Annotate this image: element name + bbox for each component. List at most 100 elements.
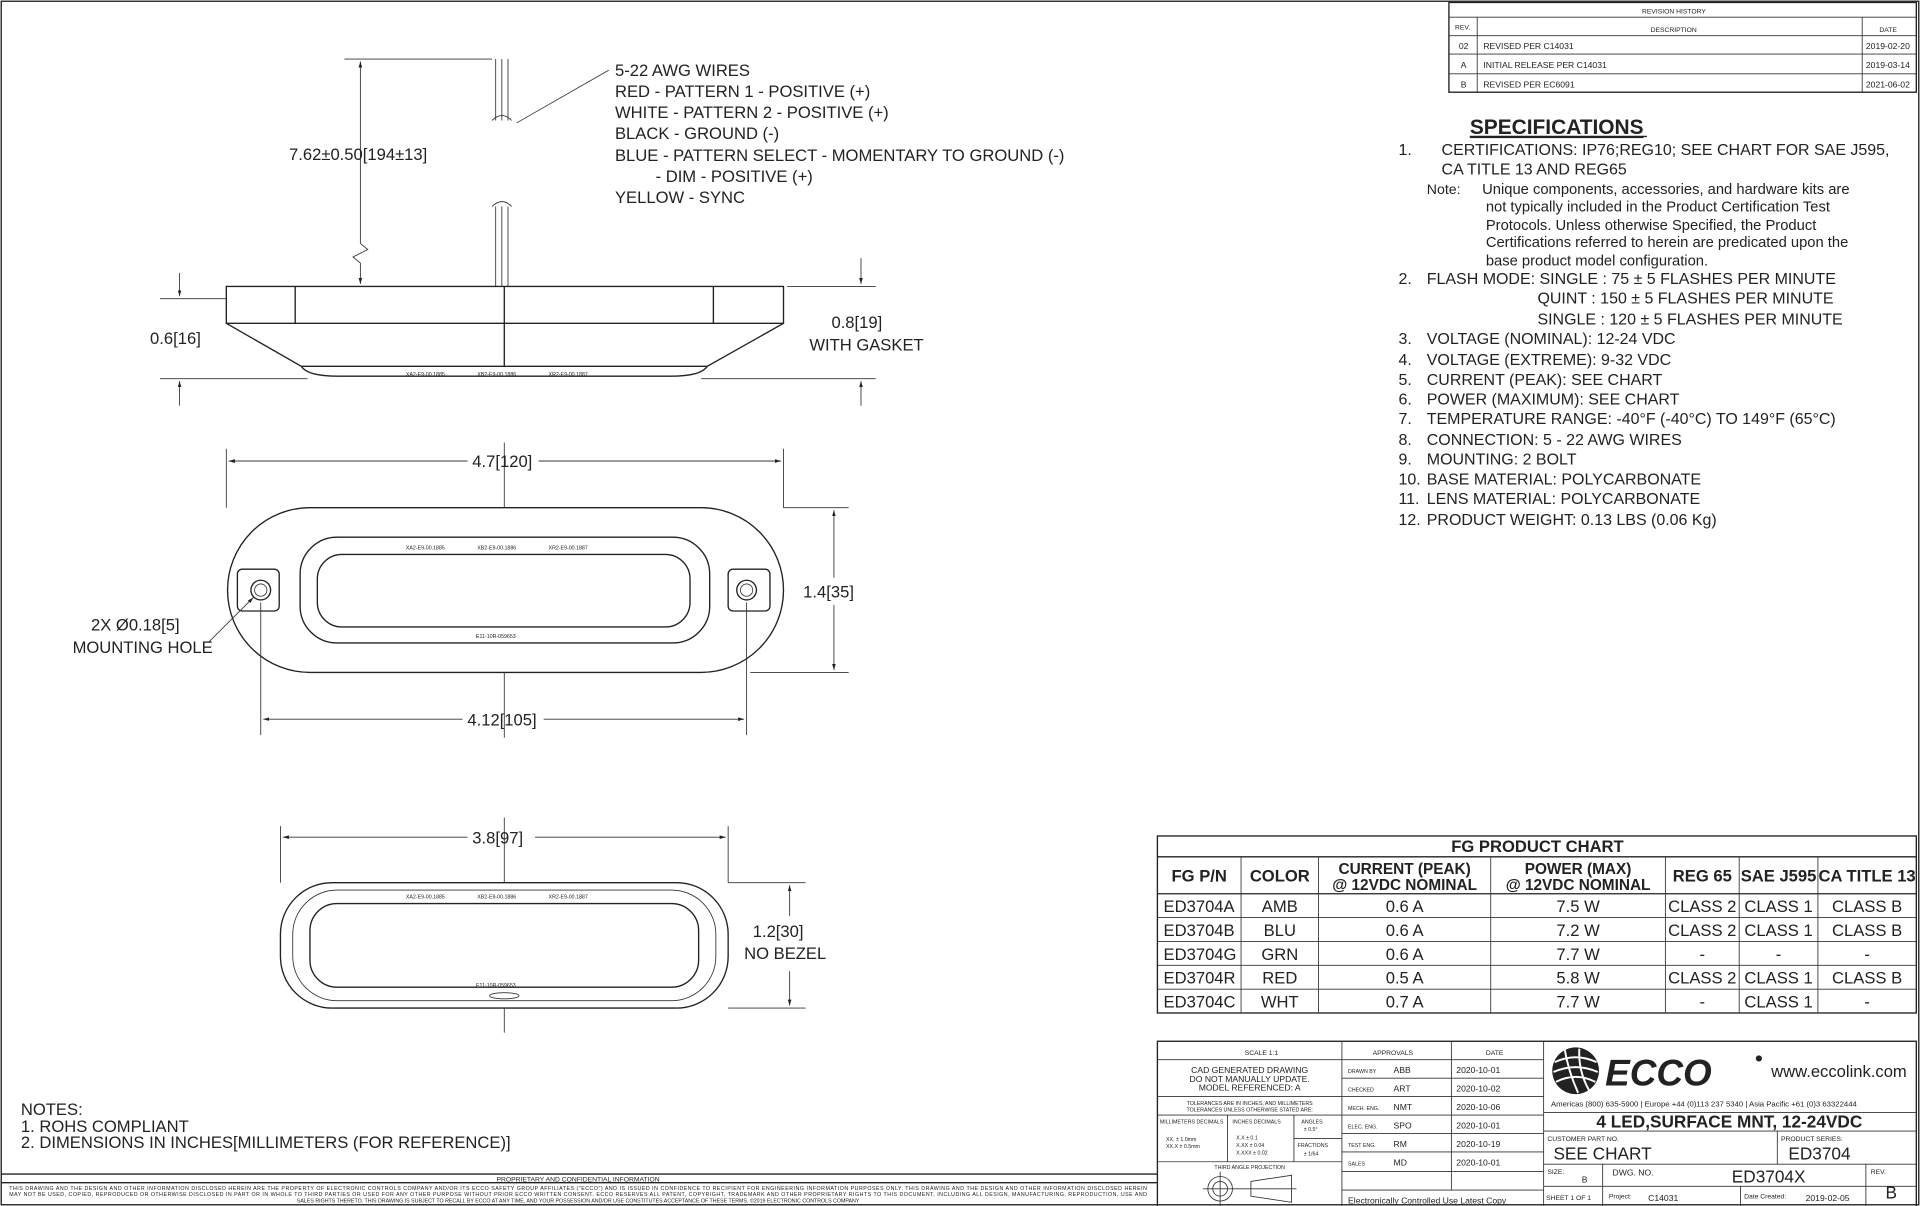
approval-initials: ABB — [1394, 1065, 1411, 1075]
approval-role: SALES — [1348, 1161, 1365, 1167]
product-chart-header: @ 12VDC NOMINAL — [1506, 877, 1651, 894]
product-chart-cell: ED3704A — [1164, 897, 1236, 916]
spec-number: 11. — [1398, 491, 1419, 508]
approval-initials: SPO — [1394, 1121, 1412, 1131]
product-chart-cell: 0.7 A — [1386, 993, 1425, 1012]
approval-date: 2020-10-02 — [1456, 1084, 1500, 1094]
approval-initials: MD — [1394, 1157, 1407, 1167]
svg-text:SCALE 1:1: SCALE 1:1 — [1245, 1050, 1279, 1057]
product-chart-cell: CLASS B — [1832, 969, 1902, 988]
spec-number: 1. — [1398, 142, 1411, 159]
specifications: SPECIFICATIONS 1.CERTIFICATIONS: IP76;RE… — [1398, 116, 1889, 529]
svg-text:WHITE - PATTERN 2 - POSITIVE (: WHITE - PATTERN 2 - POSITIVE (+) — [615, 103, 889, 122]
spec-line: LENS MATERIAL: POLYCARBONATE — [1427, 491, 1700, 508]
svg-text:YELLOW - SYNC: YELLOW - SYNC — [615, 188, 745, 207]
product-chart-header: COLOR — [1250, 866, 1310, 885]
svg-text:Electronically Controlled Use: Electronically Controlled Use Latest Cop… — [1348, 1196, 1507, 1206]
spec-number: 10. — [1398, 471, 1420, 488]
spec-line: Protocols. Unless otherwise Specified, t… — [1486, 218, 1816, 234]
product-chart-cell: 7.2 W — [1556, 921, 1600, 940]
product-chart-cell: CLASS 2 — [1668, 921, 1736, 940]
third-angle-projection-icon — [1202, 1171, 1297, 1206]
product-chart-cell: CLASS 1 — [1744, 969, 1812, 988]
product-chart-cell: CLASS 2 — [1668, 969, 1736, 988]
svg-text:SIZE:: SIZE: — [1547, 1169, 1564, 1176]
revision-rev: B — [1461, 79, 1467, 89]
spec-line: VOLTAGE (NOMINAL): 12-24 VDC — [1427, 331, 1676, 348]
product-chart-header: CURRENT (PEAK) — [1338, 861, 1470, 878]
spec-number: 8. — [1398, 432, 1411, 449]
svg-text:DWG. NO.: DWG. NO. — [1613, 1167, 1654, 1177]
website-link[interactable]: www.eccolink.com — [1770, 1062, 1907, 1081]
ecco-logo: ECCO — [1552, 1047, 1762, 1095]
mounting-hole-right — [727, 568, 771, 612]
product-chart-cell: CLASS B — [1832, 897, 1902, 916]
spec-line: POWER (MAXIMUM): SEE CHART — [1427, 391, 1680, 408]
product-chart-header: POWER (MAX) — [1525, 861, 1632, 878]
product-chart-cell: 0.5 A — [1386, 969, 1425, 988]
wires — [491, 59, 512, 287]
product-chart-cell: 7.7 W — [1556, 993, 1600, 1012]
dim-lens-length: 3.8[97] — [472, 828, 523, 847]
svg-text:X.X ± 0.1: X.X ± 0.1 — [1236, 1136, 1258, 1142]
spec-line: MOUNTING: 2 BOLT — [1427, 452, 1577, 469]
svg-text:CAD GENERATED DRAWING: CAD GENERATED DRAWING — [1191, 1065, 1308, 1075]
svg-text:REV.: REV. — [1455, 25, 1470, 32]
product-chart-cell: 7.5 W — [1556, 897, 1600, 916]
svg-text:ECCO: ECCO — [1605, 1053, 1712, 1094]
spec-number: 9. — [1398, 452, 1411, 469]
spec-line: VOLTAGE (EXTREME): 9-32 VDC — [1427, 352, 1671, 369]
svg-text:BLUE - PATTERN SELECT - MOMENT: BLUE - PATTERN SELECT - MOMENTARY TO GRO… — [615, 146, 1064, 165]
drawing-description: 4 LED,SURFACE MNT, 12-24VDC — [1596, 1111, 1862, 1131]
product-chart-cell: 7.7 W — [1556, 945, 1600, 964]
svg-text:Date Created:: Date Created: — [1744, 1194, 1786, 1201]
approval-role: ELEC. ENG. — [1348, 1125, 1378, 1131]
product-chart-cell: CLASS 1 — [1744, 897, 1812, 916]
drawing-number: ED3704X — [1732, 1167, 1806, 1187]
svg-text:BLACK - GROUND (-): BLACK - GROUND (-) — [615, 124, 779, 143]
spec-number: 5. — [1398, 372, 1411, 389]
spec-line: Certifications referred to herein are pr… — [1486, 235, 1848, 251]
product-chart-header: CA TITLE 13 — [1819, 866, 1916, 885]
product-chart-cell: ED3704G — [1164, 945, 1237, 964]
svg-text:FRACTIONS: FRACTIONS — [1298, 1143, 1329, 1149]
approval-date: 2020-10-01 — [1456, 1157, 1500, 1167]
revision-description: INITIAL RELEASE PER C14031 — [1483, 60, 1607, 70]
product-chart-cell: ED3704R — [1164, 969, 1236, 988]
svg-text:MOUNTING HOLE: MOUNTING HOLE — [73, 638, 213, 657]
product-chart-cell: - — [1864, 945, 1870, 964]
svg-text:THIS DRAWING AND THE DESIGN AN: THIS DRAWING AND THE DESIGN AND OTHER IN… — [9, 1186, 1147, 1192]
revision-rev: 02 — [1459, 41, 1469, 51]
spec-line: PRODUCT WEIGHT: 0.13 LBS (0.06 Kg) — [1427, 512, 1717, 529]
approval-role: TEST ENG. — [1348, 1143, 1376, 1149]
svg-text:PRODUCT SERIES:: PRODUCT SERIES: — [1781, 1136, 1843, 1143]
svg-text:Project:: Project: — [1609, 1194, 1632, 1201]
svg-text:E11-10R-059653: E11-10R-059653 — [476, 634, 516, 640]
svg-text:THIRD ANGLE PROJECTION: THIRD ANGLE PROJECTION — [1214, 1165, 1285, 1171]
spec-line: QUINT : 150 ± 5 FLASHES PER MINUTE — [1537, 291, 1833, 308]
svg-text:MODEL REFERENCED: A: MODEL REFERENCED: A — [1199, 1082, 1301, 1092]
product-chart-cell: 0.6 A — [1386, 921, 1425, 940]
product-chart-cell: CLASS 2 — [1668, 897, 1736, 916]
dim-height-gasket: 0.8[19] — [831, 313, 882, 332]
product-chart-cell: CLASS B — [1832, 921, 1902, 940]
svg-text:XB2-E9-00.1886: XB2-E9-00.1886 — [477, 895, 516, 901]
svg-text:XR2-E9-00.1887: XR2-E9-00.1887 — [549, 372, 588, 378]
spec-line: CERTIFICATIONS: IP76;REG10; SEE CHART FO… — [1442, 142, 1890, 159]
revision-rev: A — [1461, 60, 1467, 70]
product-chart-header: @ 12VDC NOMINAL — [1332, 877, 1477, 894]
svg-text:X.XXX ± 0.02: X.XXX ± 0.02 — [1236, 1150, 1268, 1156]
svg-text:PROPRIETARY AND CONFIDENTIAL I: PROPRIETARY AND CONFIDENTIAL INFORMATION — [496, 1176, 659, 1183]
svg-text:ANGLES: ANGLES — [1301, 1120, 1323, 1126]
approval-initials: ART — [1394, 1084, 1412, 1094]
revision-history: REVISION HISTORY REV. DESCRIPTION DATE 0… — [1448, 1, 1917, 93]
product-chart-cell: - — [1700, 945, 1706, 964]
svg-text:XR2-E9-00.1887: XR2-E9-00.1887 — [549, 546, 588, 552]
dim-lens-width: 1.2[30] — [753, 922, 804, 941]
dim-hole: 2X Ø0.18[5] — [91, 616, 180, 635]
wire-legend: 5-22 AWG WIRES RED - PATTERN 1 - POSITIV… — [615, 61, 1064, 207]
product-chart-cell: ED3704C — [1164, 993, 1236, 1012]
